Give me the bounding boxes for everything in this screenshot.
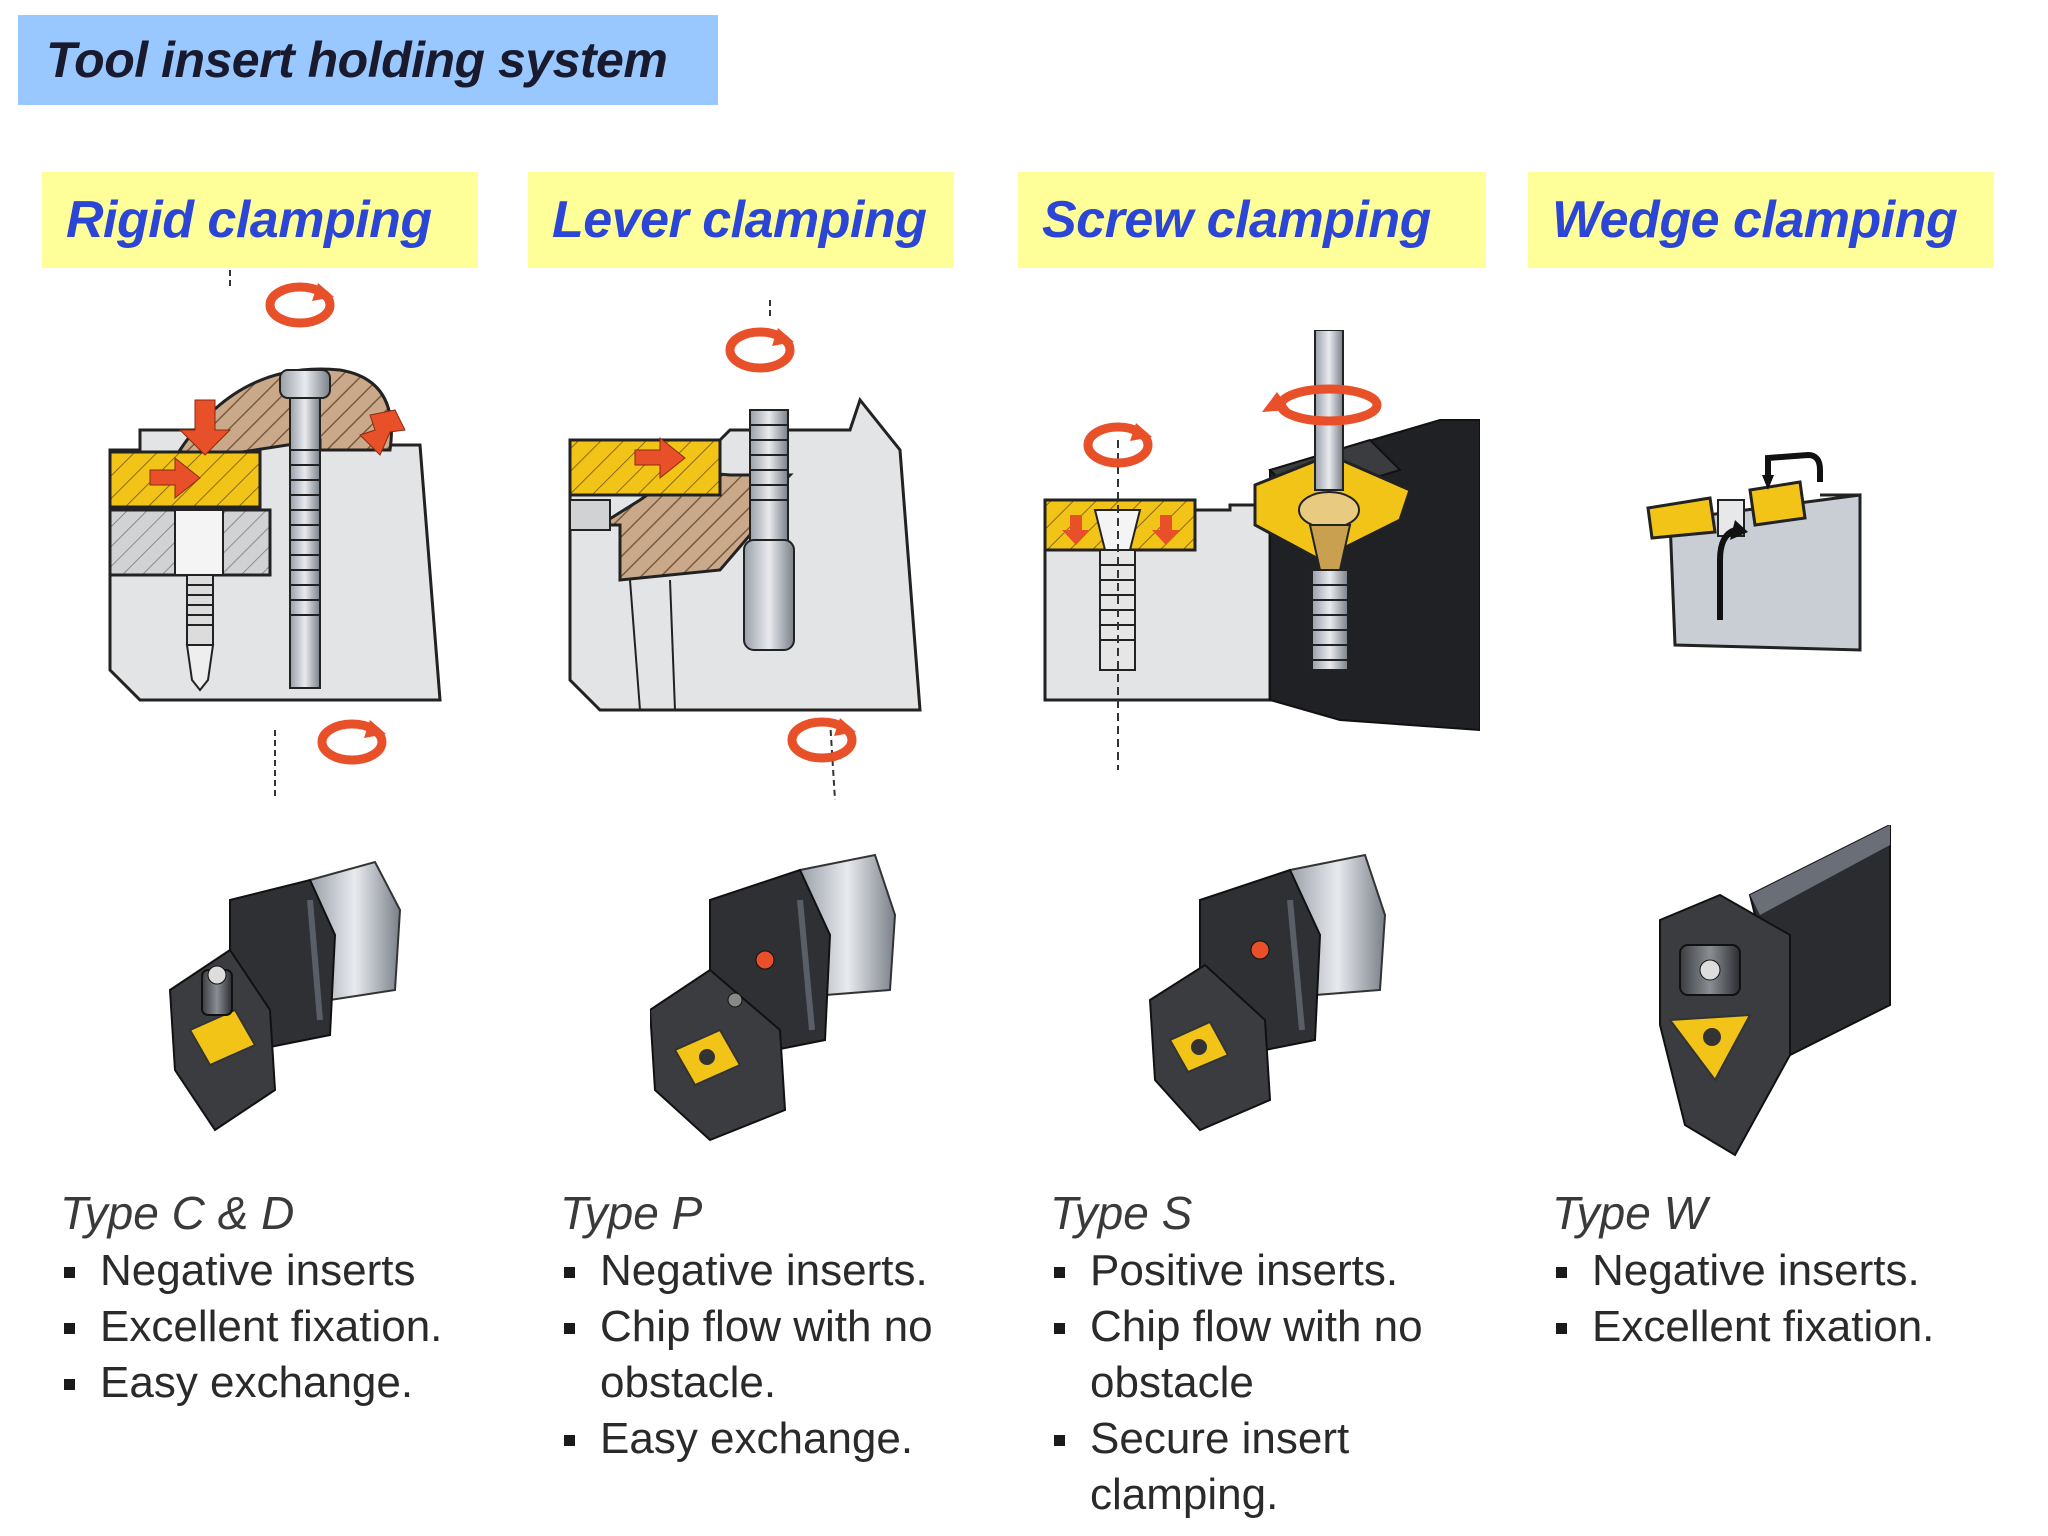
screw-clamping-diagram	[1043, 330, 1480, 770]
header-screw-clamping: Screw clamping	[1018, 172, 1486, 268]
type-label: Type S	[1050, 1187, 1193, 1239]
description-type-p: Type P Negative inserts. Chip flow with …	[560, 1185, 980, 1467]
feature-list: Negative inserts Excellent fixation. Eas…	[60, 1243, 500, 1411]
feature-list: Negative inserts. Chip flow with no obst…	[560, 1243, 980, 1467]
description-type-s: Type S Positive inserts. Chip flow with …	[1050, 1185, 1470, 1523]
header-lever-clamping: Lever clamping	[528, 172, 954, 268]
holder-type-s-image	[1148, 853, 1387, 1132]
type-label: Type P	[560, 1187, 703, 1239]
holder-type-w-image	[1659, 825, 1891, 1157]
holder-type-p-image	[650, 853, 897, 1142]
feature-list: Negative inserts. Excellent fixation.	[1552, 1243, 1992, 1355]
feature-item: Secure insert clamping.	[1050, 1411, 1470, 1523]
header-rigid-clamping: Rigid clamping	[42, 172, 478, 268]
feature-item: Negative inserts.	[1552, 1243, 1992, 1299]
feature-item: Chip flow with no obstacle	[1050, 1299, 1470, 1411]
page-title: Tool insert holding system	[46, 32, 668, 88]
header-label: Rigid clamping	[66, 191, 432, 249]
feature-item: Excellent fixation.	[1552, 1299, 1992, 1355]
header-wedge-clamping: Wedge clamping	[1528, 172, 1994, 268]
header-label: Lever clamping	[552, 191, 927, 249]
description-type-w: Type W Negative inserts. Excellent fixat…	[1552, 1185, 1992, 1355]
feature-item: Easy exchange.	[60, 1355, 500, 1411]
holder-type-cd-image	[168, 860, 402, 1132]
feature-list: Positive inserts. Chip flow with no obst…	[1050, 1243, 1470, 1523]
feature-item: Positive inserts.	[1050, 1243, 1470, 1299]
description-type-cd: Type C & D Negative inserts Excellent fi…	[60, 1185, 500, 1411]
feature-item: Easy exchange.	[560, 1411, 980, 1467]
feature-item: Negative inserts.	[560, 1243, 980, 1299]
type-label: Type C & D	[60, 1187, 295, 1239]
feature-item: Excellent fixation.	[60, 1299, 500, 1355]
feature-item: Negative inserts	[60, 1243, 500, 1299]
wedge-clamping-diagram	[1646, 451, 1862, 652]
rigid-clamping-diagram	[108, 270, 442, 800]
header-label: Screw clamping	[1042, 191, 1431, 249]
header-label: Wedge clamping	[1552, 191, 1958, 249]
page-title-banner: Tool insert holding system	[18, 15, 718, 105]
lever-clamping-diagram	[568, 300, 922, 801]
type-label: Type W	[1552, 1187, 1708, 1239]
feature-item: Chip flow with no obstacle.	[560, 1299, 980, 1411]
